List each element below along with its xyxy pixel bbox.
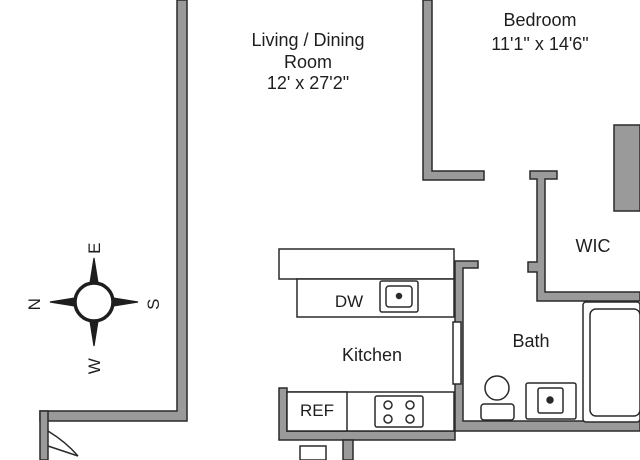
toilet-tank <box>480 403 515 421</box>
stove-burner <box>405 414 415 424</box>
wall-bottom-divider <box>342 439 354 460</box>
kitchen-upper-counter <box>278 248 455 280</box>
bedroom-size: 11'1" x 14'6" <box>491 33 589 54</box>
wall-wic-left <box>527 170 640 302</box>
compass-ring <box>73 281 115 323</box>
compass-west-label: W <box>84 358 104 375</box>
wall-bottom-left <box>39 410 49 460</box>
living-room-name-line2: Room <box>283 51 332 72</box>
entry-door-leaf <box>47 445 79 457</box>
wall-kitchen-bath <box>454 260 640 432</box>
kitchen-label: Kitchen <box>341 345 403 365</box>
toilet-bowl <box>484 375 510 401</box>
wall-left-corridor <box>39 0 188 422</box>
stove <box>374 395 424 428</box>
compass-south-label: S <box>143 298 163 310</box>
refrigerator <box>286 391 348 432</box>
bath-fixtures <box>480 301 640 423</box>
kitchen-island-counter <box>296 278 455 318</box>
sink-drain <box>395 292 403 300</box>
walls <box>39 0 640 460</box>
compass-east-label: E <box>84 242 104 254</box>
living-room-size: 12' x 27'2" <box>266 73 350 94</box>
bath-sink-drain <box>546 396 554 404</box>
wic-label: WIC <box>575 236 611 256</box>
compass-point-bottom <box>89 320 99 347</box>
bath-tub-inner <box>589 308 640 417</box>
wall-wic-right-stub <box>613 124 640 212</box>
refrigerator-label: REF <box>300 401 334 420</box>
kitchen-fixtures <box>278 248 462 460</box>
entry-door-swing <box>47 430 79 457</box>
living-room-label: Living / Dining Room 12' x 27'2" <box>228 30 388 95</box>
kitchen-bottom-box <box>299 445 327 460</box>
kitchen-side-panel <box>452 321 462 385</box>
compass-rose <box>49 257 139 347</box>
wall-kitchen-bottom <box>278 387 456 441</box>
bedroom-label: Bedroom 11'1" x 14'6" <box>470 10 610 55</box>
stove-burner <box>405 400 415 410</box>
stove-burner <box>383 414 393 424</box>
compass-north-label: N <box>24 298 44 311</box>
wall-bedroom-left <box>422 0 485 181</box>
compass-point-top <box>89 257 99 284</box>
living-room-name-line1: Living / Dining <box>251 30 365 50</box>
compass-point-right <box>112 297 139 307</box>
bath-label: Bath <box>512 331 550 351</box>
compass-point-left <box>49 297 76 307</box>
bedroom-name: Bedroom <box>503 10 577 30</box>
stove-burner <box>383 400 393 410</box>
dishwasher-label: DW <box>334 292 364 311</box>
